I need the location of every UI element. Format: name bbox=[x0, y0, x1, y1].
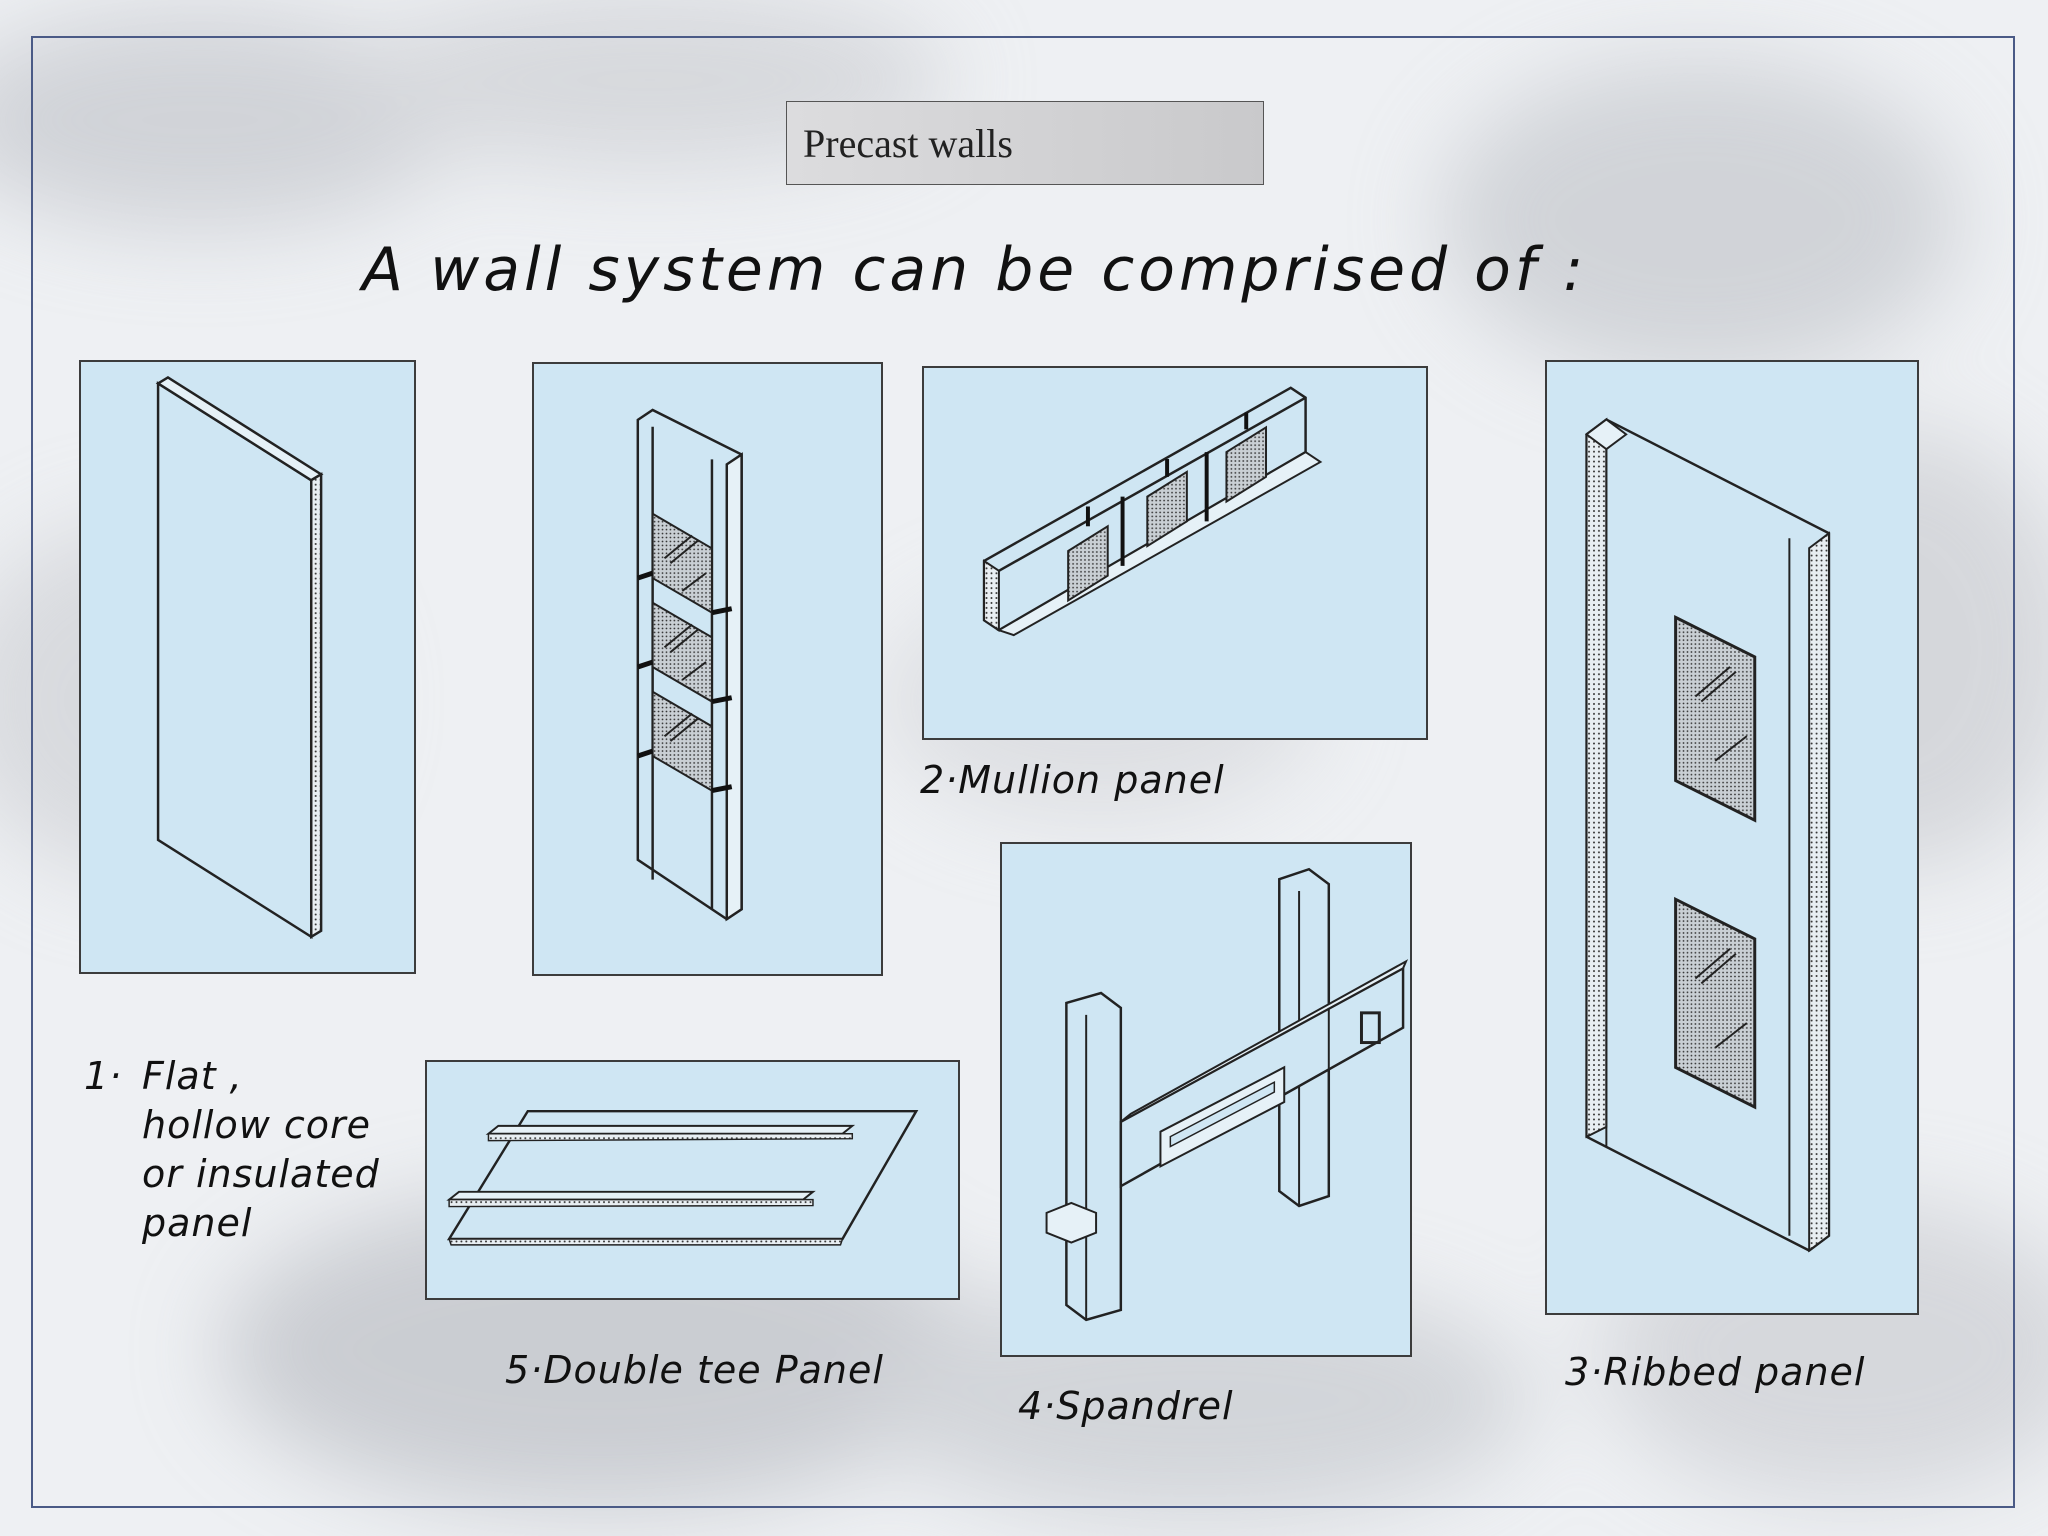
caption-number: 1· bbox=[84, 1054, 123, 1098]
flat-panel-illustration bbox=[79, 360, 416, 974]
caption-line: panel bbox=[142, 1201, 253, 1245]
ribbed-panel-illustration bbox=[1545, 360, 1919, 1315]
double-tee-panel-illustration bbox=[425, 1060, 960, 1300]
caption-line: Flat , bbox=[142, 1054, 243, 1098]
caption-spandrel: 4·Spandrel bbox=[1018, 1384, 1234, 1428]
slide-heading: A wall system can be comprised of : bbox=[362, 235, 1588, 305]
title-box: Precast walls bbox=[786, 101, 1264, 185]
spandrel-illustration bbox=[1000, 842, 1412, 1357]
caption-double-tee-panel: 5·Double tee Panel bbox=[505, 1348, 884, 1392]
mullion-panel-illustration bbox=[922, 366, 1428, 740]
caption-ribbed-panel: 3·Ribbed panel bbox=[1565, 1350, 1866, 1394]
slide-title: Precast walls bbox=[803, 121, 1013, 166]
slide-frame bbox=[31, 36, 2015, 1508]
window-wall-panel-illustration bbox=[532, 362, 883, 976]
caption-mullion-panel: 2·Mullion panel bbox=[920, 758, 1225, 802]
caption-line: or insulated bbox=[142, 1152, 380, 1196]
caption-line: hollow core bbox=[142, 1103, 371, 1147]
